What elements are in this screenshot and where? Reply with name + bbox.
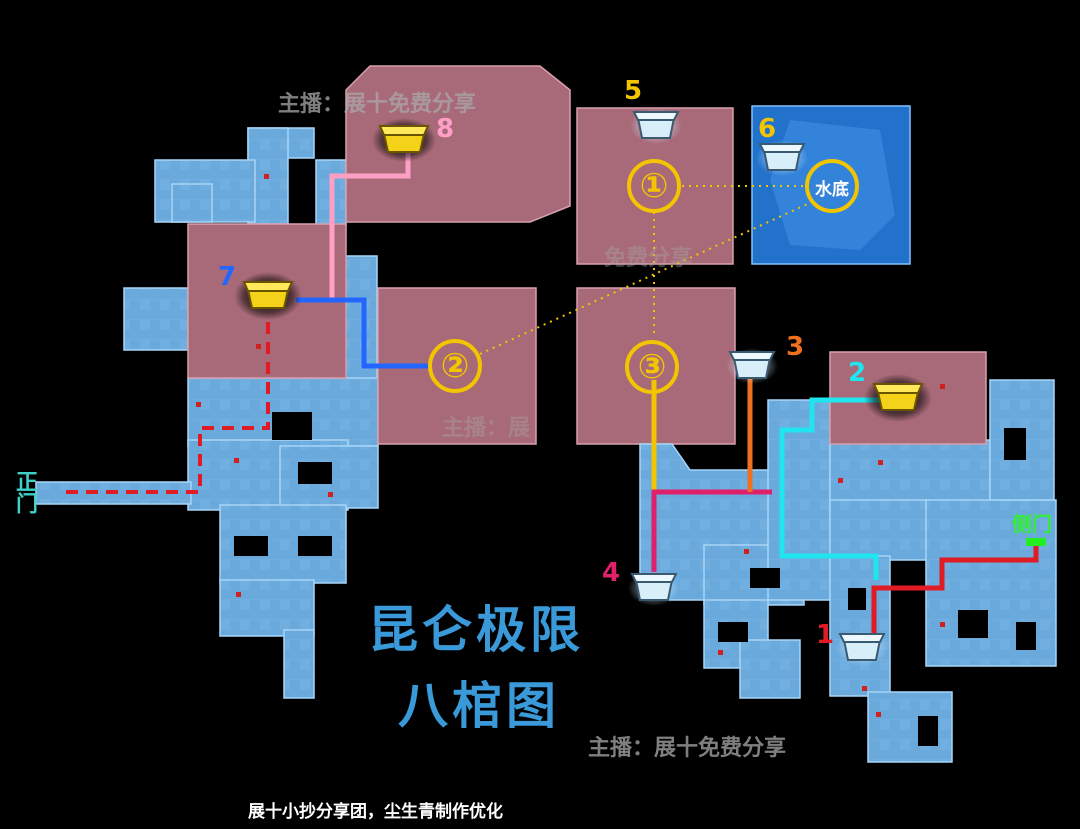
red-markers xyxy=(196,174,945,717)
side-gate-label: 侧门 xyxy=(1012,512,1052,536)
credit-text: 展十小抄分享团，尘生青制作优化 xyxy=(248,802,503,822)
side-gate-marker xyxy=(1026,538,1046,546)
map-title-line2: 八棺图 xyxy=(398,677,560,735)
watermark-partial-top: 免费分享 xyxy=(604,246,693,271)
left-pink-rooms xyxy=(187,65,571,445)
coffin-6-number: 6 xyxy=(758,114,777,144)
waypoint-1-label: ① xyxy=(639,166,669,206)
watermark-top: 主播：展十免费分享 xyxy=(278,92,477,117)
route-pink-8 xyxy=(329,148,411,300)
waypoint-3-circle xyxy=(625,340,679,394)
waypoint-2-label: ② xyxy=(440,346,470,386)
waypoint-1-circle xyxy=(627,159,681,213)
watermark-partial-mid: 主播：展 xyxy=(442,416,531,441)
coffin-5-number: 5 xyxy=(624,76,643,106)
left-dark-holes xyxy=(234,412,332,556)
left-corridors xyxy=(35,127,379,699)
route-blue-7 xyxy=(296,297,430,369)
waypoint-water-circle xyxy=(805,159,859,213)
watermark-bottom: 主播：展十免费分享 xyxy=(588,736,787,761)
right-dark-holes xyxy=(718,428,1036,746)
coffin-2-number: 2 xyxy=(848,358,867,388)
dotted-links xyxy=(479,185,813,355)
route-cyan-2 xyxy=(779,397,880,580)
waypoint-circles xyxy=(428,159,859,394)
route-front-gate xyxy=(66,318,270,494)
silver-coffin-icon xyxy=(628,108,888,666)
gold-coffin-icon xyxy=(234,118,932,422)
coffin-1-number: 1 xyxy=(816,620,835,650)
waypoint-water-label: 水底 xyxy=(815,180,849,200)
waypoint-3-label: ③ xyxy=(637,347,667,387)
coffin-7-number: 7 xyxy=(218,262,237,292)
route-red-1 xyxy=(871,544,1039,634)
coffin-8-number: 8 xyxy=(436,114,455,144)
front-gate-label: 正门 xyxy=(12,470,37,514)
route-magenta-4 xyxy=(651,489,772,572)
coffin-3-number: 3 xyxy=(786,332,805,362)
coffin-4-number: 4 xyxy=(602,558,621,588)
map-title-line1: 昆仑极限 xyxy=(368,601,584,659)
waypoint-2-circle xyxy=(428,339,482,393)
